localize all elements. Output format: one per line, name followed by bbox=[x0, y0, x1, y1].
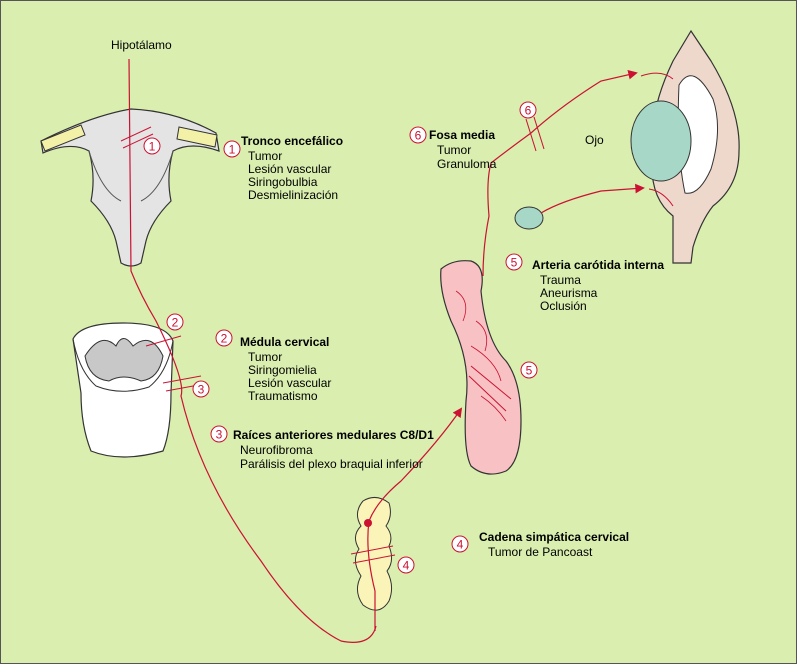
section-title: Fosa media bbox=[429, 128, 495, 142]
superior-cervical-ganglion-dot bbox=[364, 519, 372, 527]
marker-1-on-brainstem: 1 bbox=[143, 137, 161, 155]
svg-text:Tumor de Pancoast: Tumor de Pancoast bbox=[488, 545, 593, 559]
cervical-cord-illustration bbox=[72, 322, 174, 458]
section-title: Arteria carótida interna bbox=[532, 258, 664, 272]
section-middle-fossa: 6 Fosa media Tumor Granuloma bbox=[409, 126, 497, 171]
svg-text:2: 2 bbox=[221, 332, 228, 346]
section-title: Tronco encefálico bbox=[241, 134, 343, 148]
marker-5-on-carotid: 5 bbox=[520, 361, 538, 379]
svg-text:Parálisis del plexo braquial i: Parálisis del plexo braquial inferior bbox=[240, 457, 423, 471]
svg-text:Trauma: Trauma bbox=[540, 273, 581, 287]
svg-text:3: 3 bbox=[198, 383, 205, 397]
svg-text:Desmielinización: Desmielinización bbox=[248, 188, 338, 202]
svg-text:1: 1 bbox=[229, 143, 236, 157]
location-markers: 1 2 3 4 5 6 bbox=[143, 101, 538, 574]
hypothalamus-label: Hipotálamo bbox=[111, 38, 172, 52]
svg-text:Lesión vascular: Lesión vascular bbox=[248, 162, 331, 176]
section-sympathetic-chain: 4 Cadena simpática cervical Tumor de Pan… bbox=[451, 530, 629, 559]
third-order-neuron-path-eyelid bbox=[540, 183, 645, 214]
svg-text:1: 1 bbox=[149, 140, 156, 154]
svg-text:Tumor: Tumor bbox=[248, 350, 282, 364]
section-title: Cadena simpática cervical bbox=[479, 530, 629, 544]
section-title: Médula cervical bbox=[240, 335, 329, 349]
svg-text:3: 3 bbox=[216, 428, 223, 442]
third-order-neuron-path-pupil bbox=[482, 70, 638, 277]
svg-text:Granuloma: Granuloma bbox=[437, 157, 497, 171]
svg-text:5: 5 bbox=[511, 256, 518, 270]
svg-text:Tumor: Tumor bbox=[248, 149, 282, 163]
svg-text:6: 6 bbox=[415, 129, 422, 143]
svg-text:Oclusión: Oclusión bbox=[540, 299, 587, 313]
section-brainstem: 1 Tronco encefálico Tumor Lesión vascula… bbox=[223, 134, 343, 202]
ciliary-ganglion-illustration bbox=[514, 206, 544, 230]
svg-text:2: 2 bbox=[172, 316, 179, 330]
marker-2-on-cord: 2 bbox=[166, 313, 184, 331]
first-order-neuron-path bbox=[128, 58, 377, 643]
eye-illustration bbox=[630, 29, 740, 264]
section-anterior-roots: 3 Raíces anteriores medulares C8/D1 Neur… bbox=[210, 425, 434, 471]
marker-4-on-chain: 4 bbox=[397, 556, 415, 574]
svg-text:Traumatismo: Traumatismo bbox=[248, 389, 318, 403]
svg-text:Siringobulbia: Siringobulbia bbox=[248, 175, 318, 189]
marker-6-on-pathway: 6 bbox=[519, 101, 537, 119]
sympathetic-chain-illustration bbox=[355, 497, 393, 611]
svg-text:4: 4 bbox=[457, 538, 464, 552]
lesion-markers bbox=[120, 116, 545, 564]
carotid-artery-illustration bbox=[440, 260, 522, 475]
svg-text:6: 6 bbox=[525, 104, 532, 118]
section-cervical-cord: 2 Médula cervical Tumor Siringomielia Le… bbox=[215, 329, 331, 403]
marker-3-on-root: 3 bbox=[192, 380, 210, 398]
svg-text:Aneurisma: Aneurisma bbox=[540, 286, 598, 300]
svg-text:Lesión vascular: Lesión vascular bbox=[248, 376, 331, 390]
svg-text:5: 5 bbox=[526, 364, 533, 378]
section-title: Raíces anteriores medulares C8/D1 bbox=[233, 428, 434, 442]
section-internal-carotid: 5 Arteria carótida interna Trauma Aneuri… bbox=[505, 253, 664, 313]
svg-text:Siringomielia: Siringomielia bbox=[248, 363, 317, 377]
svg-text:Tumor: Tumor bbox=[437, 143, 471, 157]
eye-label: Ojo bbox=[585, 133, 604, 147]
svg-text:Neurofibroma: Neurofibroma bbox=[240, 443, 313, 457]
svg-text:4: 4 bbox=[403, 559, 410, 573]
